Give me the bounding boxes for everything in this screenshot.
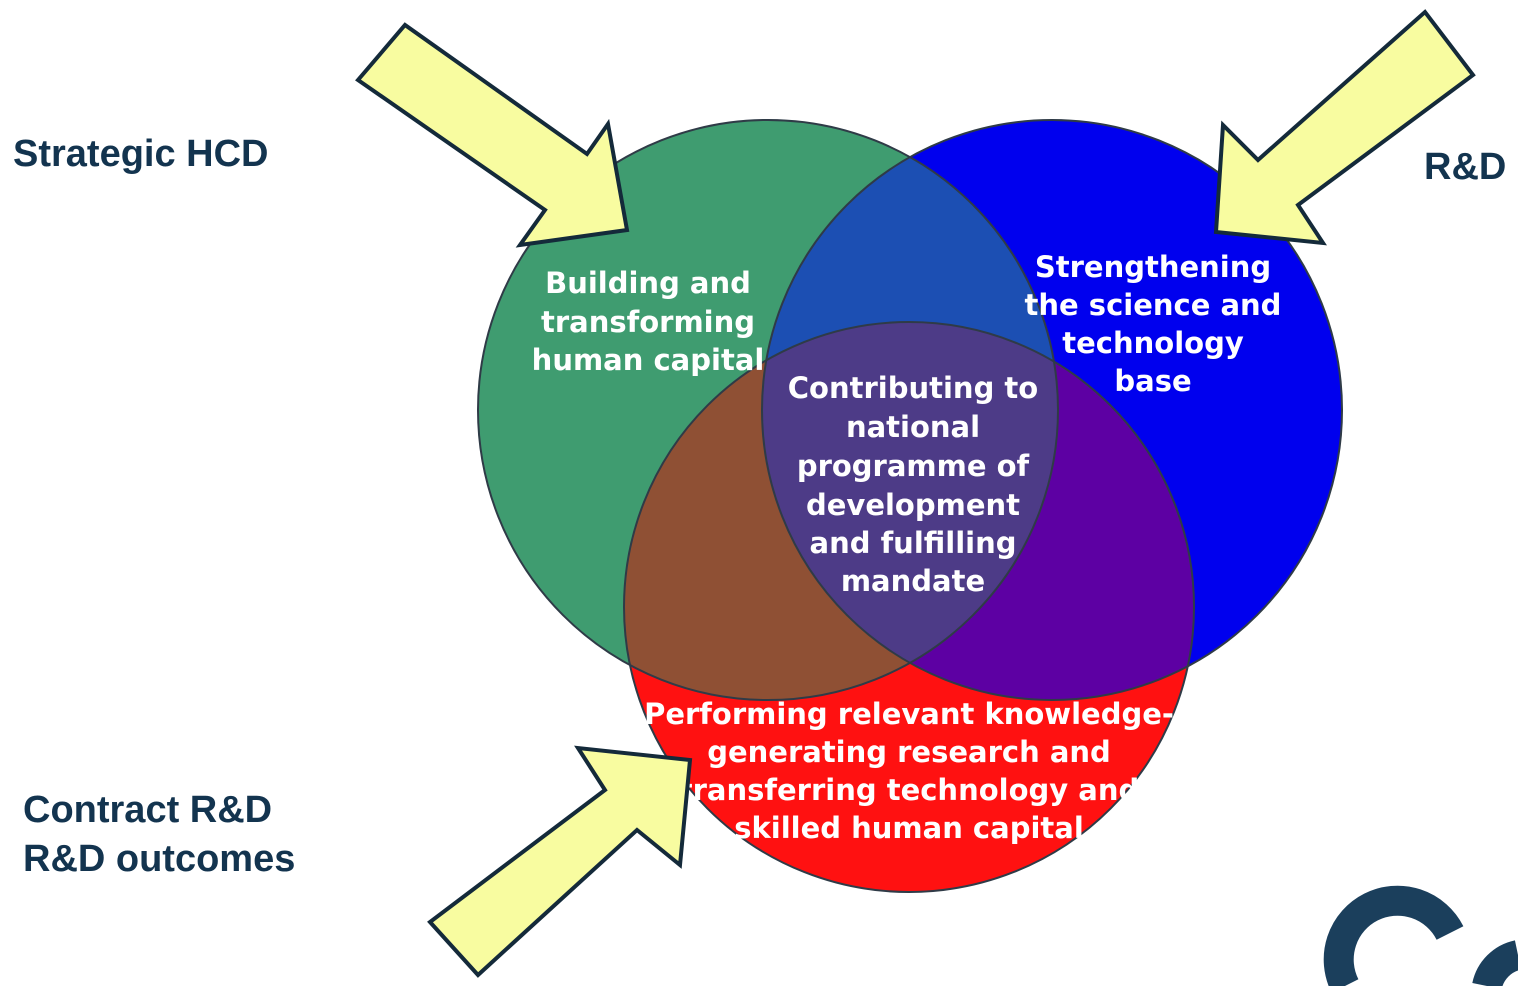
red-circle-text-1: Performing relevant knowledge- xyxy=(644,697,1174,731)
rd-outcomes-label: R&D outcomes xyxy=(23,838,296,880)
blue-circle-text-2: the science and xyxy=(1025,288,1282,322)
center-text-3: programme of xyxy=(797,449,1030,483)
blue-circle-text-3: technology xyxy=(1062,326,1244,360)
center-text-2: national xyxy=(846,410,980,444)
blue-circle-text-1: Strengthening xyxy=(1035,250,1271,284)
contract-rd-label: Contract R&D xyxy=(23,789,273,831)
red-circle-text-2: generating research and xyxy=(707,735,1111,769)
blue-circle-text-4: base xyxy=(1114,364,1191,398)
rd-label: R&D xyxy=(1424,146,1507,188)
red-circle-text-4: skilled human capital xyxy=(734,811,1084,845)
arrow-icon xyxy=(355,22,630,248)
red-circle-text-3: transferring technology and xyxy=(679,773,1140,807)
center-text-5: and fulfilling xyxy=(810,526,1017,560)
green-circle-text-2: transforming xyxy=(541,305,755,339)
arrow-icon xyxy=(1213,9,1476,246)
arrow-icon xyxy=(427,745,693,978)
center-text-6: mandate xyxy=(841,564,985,598)
center-text-4: development xyxy=(806,488,1020,522)
strategic-hcd-label: Strategic HCD xyxy=(13,133,269,175)
center-text-1: Contributing to xyxy=(788,371,1038,405)
organization-logo xyxy=(1323,885,1518,986)
green-circle-text-3: human capital xyxy=(532,343,765,377)
green-circle-text-1: Building and xyxy=(545,266,751,300)
